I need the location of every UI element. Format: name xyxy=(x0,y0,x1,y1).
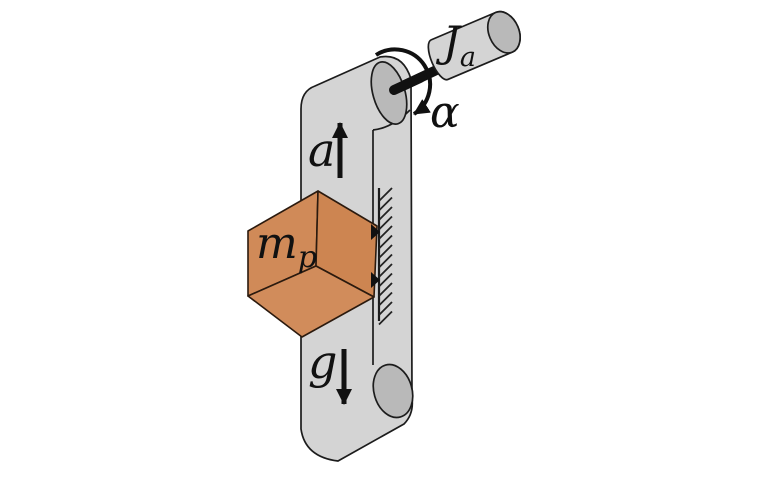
motor-end-cap xyxy=(486,10,521,54)
payload-cube xyxy=(247,190,378,338)
label-angular-acceleration: α xyxy=(430,87,460,138)
label-gravity: g xyxy=(308,335,337,389)
drive-shaft-end xyxy=(389,73,425,95)
angular-acceleration-arrow xyxy=(374,47,433,116)
roller-connector-bottom xyxy=(371,272,380,288)
label-belt-acceleration: a xyxy=(308,123,335,177)
roller-connector-top xyxy=(371,224,380,240)
guide-rail-hatching xyxy=(377,187,393,326)
bottom-pulley xyxy=(372,363,414,419)
cube-bottom-face xyxy=(247,265,375,338)
label-payload-mass: mp xyxy=(256,218,317,275)
roller-connectors xyxy=(371,224,380,288)
motor-cylinder xyxy=(427,10,521,81)
